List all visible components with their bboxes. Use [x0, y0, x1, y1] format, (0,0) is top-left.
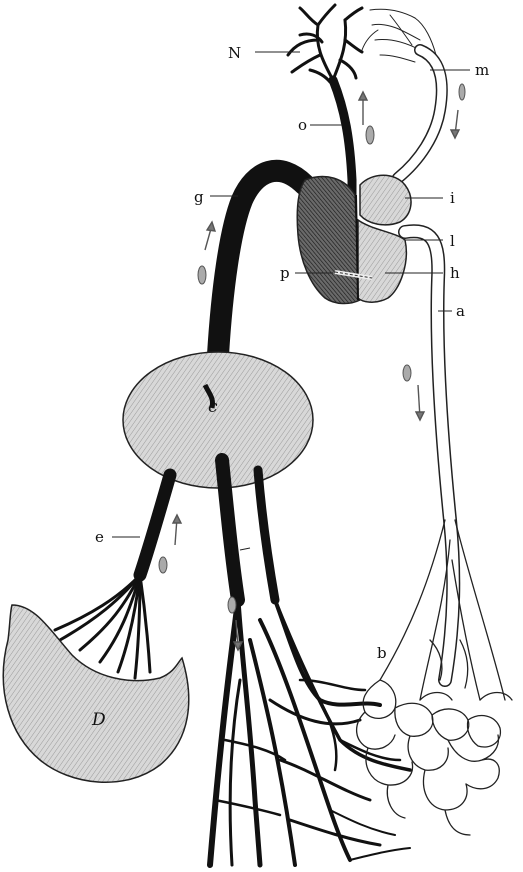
label-c: c	[208, 397, 218, 417]
label-p: p	[280, 264, 290, 282]
label-o: o	[298, 116, 307, 134]
label-b: b	[377, 644, 387, 662]
arrow-m	[451, 84, 465, 138]
label-N: N	[228, 44, 241, 62]
organ-D	[3, 605, 188, 782]
capillaries-b	[357, 520, 512, 835]
upper-capillaries-dark	[288, 5, 362, 82]
arrow-g	[198, 222, 215, 284]
vessel-f	[210, 460, 410, 865]
vessel-m	[398, 50, 442, 178]
label-e: e	[95, 528, 104, 546]
vessel-g	[218, 171, 305, 355]
heart-left-dark-chamber	[297, 176, 360, 303]
heart	[297, 175, 411, 303]
label-m: m	[475, 61, 489, 79]
label-g: g	[194, 188, 204, 206]
label-D: D	[91, 710, 106, 730]
arrow-o	[359, 92, 374, 144]
label-i: i	[450, 189, 455, 207]
label-l: l	[450, 232, 455, 250]
label-a: a	[456, 302, 465, 320]
heart-atrium-i	[360, 175, 411, 225]
arrow-a	[403, 365, 424, 420]
label-h: h	[450, 264, 460, 282]
